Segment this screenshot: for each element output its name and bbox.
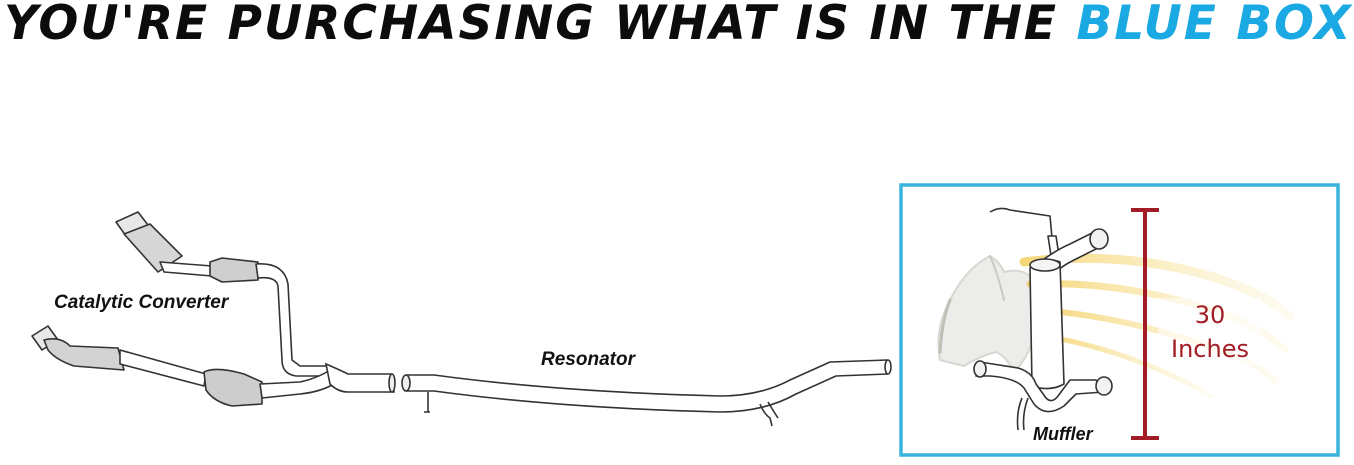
measurement-unit: Inches [1171, 335, 1249, 363]
measurement-text: 30 Inches [1158, 298, 1262, 366]
measurement-value: 30 [1194, 301, 1226, 329]
measurement-bar [1131, 208, 1159, 440]
headline: YOU'RE PURCHASING WHAT IS IN THE BLUE BO… [4, 0, 1353, 51]
lower-catalytic-converter [31, 325, 335, 407]
resonator-label: Resonator [541, 349, 635, 370]
headline-prefix: YOU'RE PURCHASING WHAT IS IN THE [4, 0, 1059, 51]
blue-box [899, 183, 1340, 457]
y-pipe-joint [324, 362, 396, 393]
catalytic-converter-label: Catalytic Converter [54, 292, 229, 313]
upper-catalytic-converter [115, 211, 331, 377]
muffler-label: Muffler [1033, 424, 1093, 444]
resonator-pipe [401, 359, 892, 427]
headline-highlight: BLUE BOX [1076, 0, 1353, 51]
muffler-assembly [973, 207, 1113, 431]
